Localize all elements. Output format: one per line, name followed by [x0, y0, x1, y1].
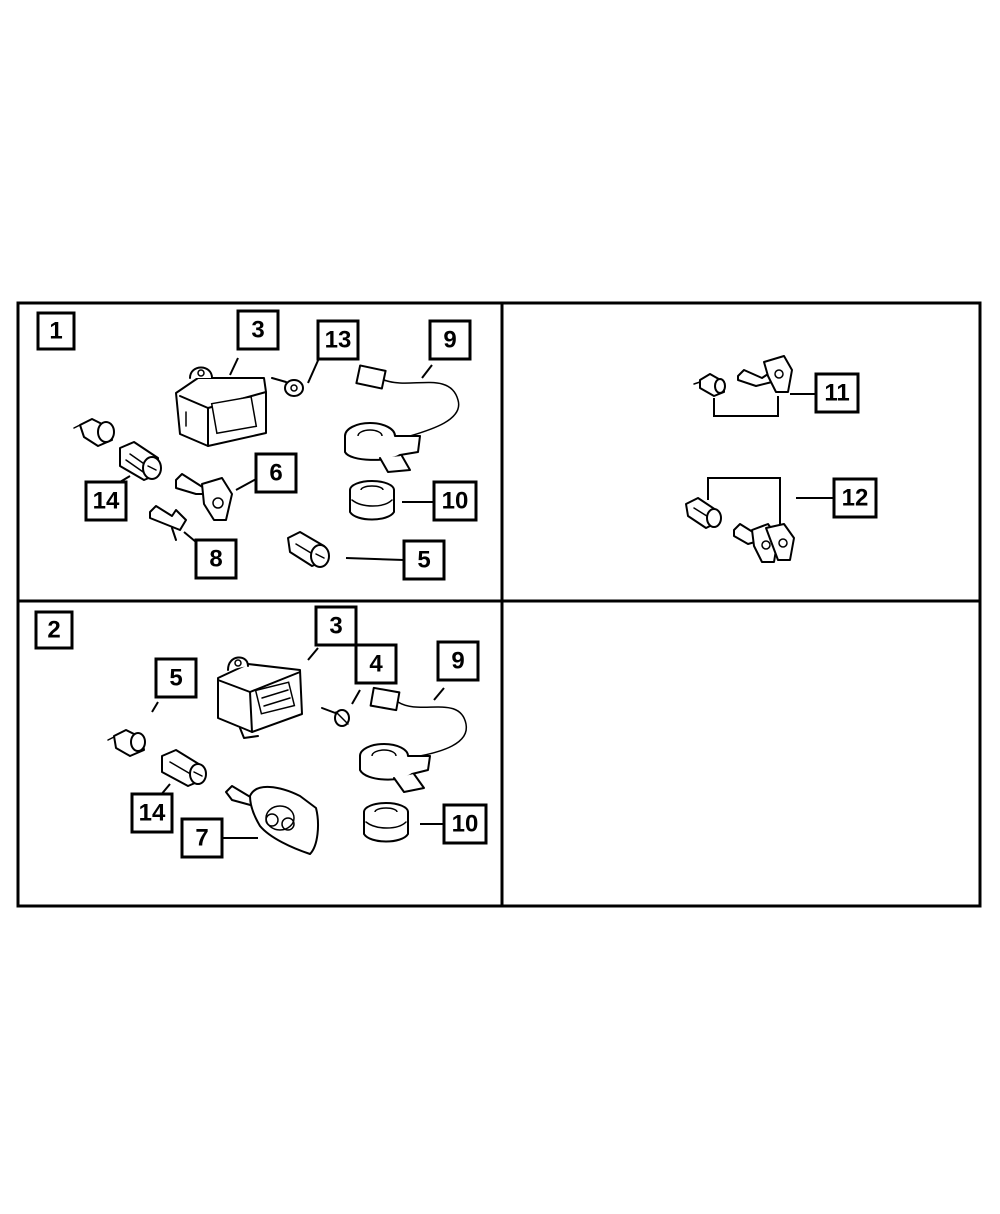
- control-module-part: [175, 366, 267, 447]
- callout-12: 12: [832, 477, 878, 519]
- panel-1-label-text: 1: [49, 318, 62, 345]
- small-cylinder-part: [73, 418, 115, 447]
- svg-text:9: 9: [451, 648, 464, 675]
- callout-14-panel-1: 14: [84, 480, 128, 522]
- bushing-part-10-p2: [363, 802, 409, 843]
- svg-text:11: 11: [824, 380, 849, 407]
- control-module-part-2: [217, 656, 303, 739]
- panel-3: 11 12: [685, 355, 878, 563]
- antenna-ring-part: [344, 364, 460, 473]
- small-cylinder-part-5: [107, 729, 146, 757]
- lock-cylinder-part-14-p2: [161, 749, 207, 787]
- diagram-frame: [16, 301, 982, 908]
- svg-text:5: 5: [417, 547, 430, 574]
- screw-part-4: [321, 707, 350, 727]
- svg-text:8: 8: [209, 546, 222, 573]
- panel-1: 1 3 13: [36, 309, 478, 581]
- key-part-6: [175, 473, 233, 521]
- callout-9-panel-1: 9: [428, 319, 472, 361]
- svg-text:4: 4: [369, 651, 383, 678]
- lock-set-part-12: [685, 477, 795, 563]
- svg-text:14: 14: [93, 488, 120, 515]
- svg-text:14: 14: [139, 800, 166, 827]
- svg-text:7: 7: [195, 825, 208, 852]
- panel-2: 2 3 5: [34, 605, 488, 859]
- svg-text:3: 3: [251, 317, 264, 344]
- bushing-part-10: [349, 480, 395, 521]
- callout-6: 6: [254, 452, 298, 494]
- remote-key-part-7: [225, 785, 319, 855]
- svg-text:5: 5: [169, 665, 182, 692]
- callout-10-panel-1: 10: [432, 480, 478, 522]
- svg-text:6: 6: [269, 460, 282, 487]
- screw-part: [271, 377, 304, 397]
- key-blank-part-8: [149, 505, 187, 541]
- lock-set-part-11: [693, 355, 793, 417]
- callout-7: 7: [180, 817, 224, 859]
- antenna-ring-part-2: [359, 686, 467, 793]
- panel-2-label: 2: [34, 610, 74, 650]
- callout-9-panel-2: 9: [436, 640, 480, 682]
- svg-text:3: 3: [329, 613, 342, 640]
- callout-3-panel-1: 3: [236, 309, 280, 351]
- svg-text:10: 10: [452, 811, 479, 838]
- door-cylinder-part-5: [287, 531, 330, 568]
- callout-14-panel-2: 14: [130, 792, 174, 834]
- svg-text:9: 9: [443, 327, 456, 354]
- svg-text:13: 13: [325, 327, 352, 354]
- panel-2-label-text: 2: [47, 617, 60, 644]
- callout-10-panel-2: 10: [442, 803, 488, 845]
- callout-8: 8: [194, 538, 238, 580]
- callout-4: 4: [354, 643, 398, 685]
- callout-3-panel-2: 3: [314, 605, 358, 647]
- lock-cylinder-part-14: [119, 441, 162, 481]
- callout-11: 11: [814, 372, 860, 414]
- svg-text:12: 12: [842, 485, 869, 512]
- callout-13: 13: [316, 319, 360, 361]
- panel-1-label: 1: [36, 311, 76, 351]
- svg-text:10: 10: [442, 488, 469, 515]
- callout-5-panel-2: 5: [154, 657, 198, 699]
- callout-5-panel-1: 5: [402, 539, 446, 581]
